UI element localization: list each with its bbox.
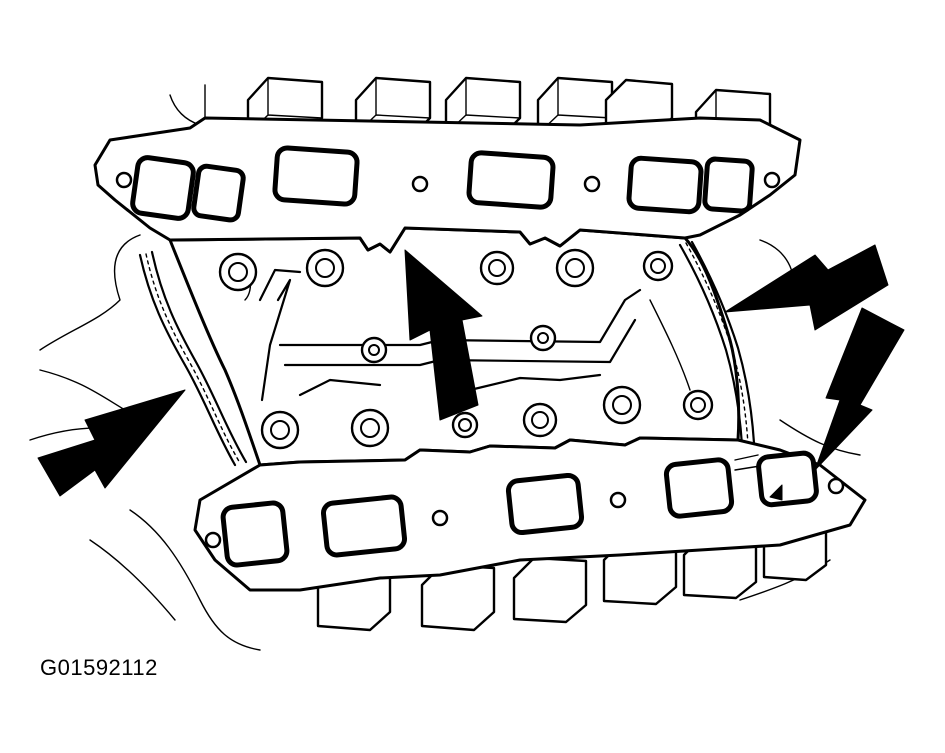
engine-block-outline (29, 84, 861, 651)
bolt (305, 248, 345, 288)
bolt (555, 248, 595, 288)
bolt (360, 336, 388, 364)
upper-intake-gasket (93, 116, 802, 254)
figure-id-label: G01592112 (40, 655, 158, 680)
arrow-right-gasket-seal (724, 244, 889, 331)
bolt (350, 408, 390, 448)
bolt (682, 389, 714, 421)
head-bolts (218, 248, 714, 450)
bolt (479, 250, 515, 286)
bolt (522, 402, 558, 438)
bolt (451, 411, 479, 439)
arrow-left-gasket-seal (37, 389, 186, 497)
callout-arrows (37, 244, 905, 497)
arrow-center-valley (404, 249, 483, 421)
bolt (529, 324, 557, 352)
bolt (642, 250, 674, 282)
arrow-right-corner (814, 307, 905, 471)
bolt (602, 385, 642, 425)
lower-intake-gasket (193, 436, 867, 592)
bolt (218, 252, 258, 292)
bolt (260, 410, 300, 450)
